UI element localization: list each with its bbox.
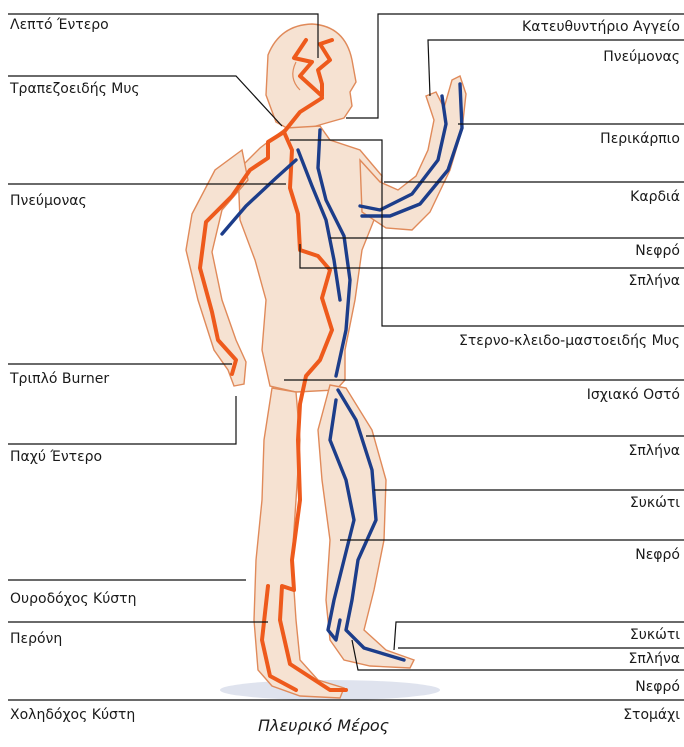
label-pericardium: Περικάρπιο [600,130,680,148]
label-sternocleidomastoid: Στερνο-κλειδο-μαστοειδής Μυς [459,332,680,350]
figure-caption: Πλευρικό Μέρος [258,716,389,735]
leader-line [8,396,236,444]
label-kidney-2: Νεφρό [635,546,680,564]
body-silhouette [186,24,466,698]
label-spleen-1: Σπλήνα [629,272,680,290]
label-liver-2: Συκώτι [630,626,680,644]
head [266,24,356,132]
label-gallbladder: Χοληδόχος Κύστη [10,706,135,724]
label-triple-burner: Τριπλό Burner [10,370,109,388]
label-lung-left: Πνεύμονας [10,192,87,210]
label-fibula: Περόνη [10,630,62,648]
label-liver-1: Συκώτι [630,494,680,512]
label-spleen-2: Σπλήνα [629,442,680,460]
label-lung-right: Πνεύμονας [603,48,680,66]
label-spleen-3: Σπλήνα [629,650,680,668]
label-ischium: Ισχιακό Οστό [587,386,680,404]
label-governing-vessel: Κατευθυντήριο Αγγείο [522,18,680,36]
label-bladder: Ουροδόχος Κύστη [10,590,136,608]
label-trapezius: Τραπεζοειδής Μυς [10,80,140,98]
label-heart: Καρδιά [630,188,680,206]
label-small-intestine: Λεπτό Έντερο [10,16,109,34]
label-large-intestine: Παχύ Έντερο [10,448,102,466]
label-kidney-1: Νεφρό [635,242,680,260]
label-kidney-3: Νεφρό [635,678,680,696]
label-stomach: Στομάχι [623,706,680,724]
